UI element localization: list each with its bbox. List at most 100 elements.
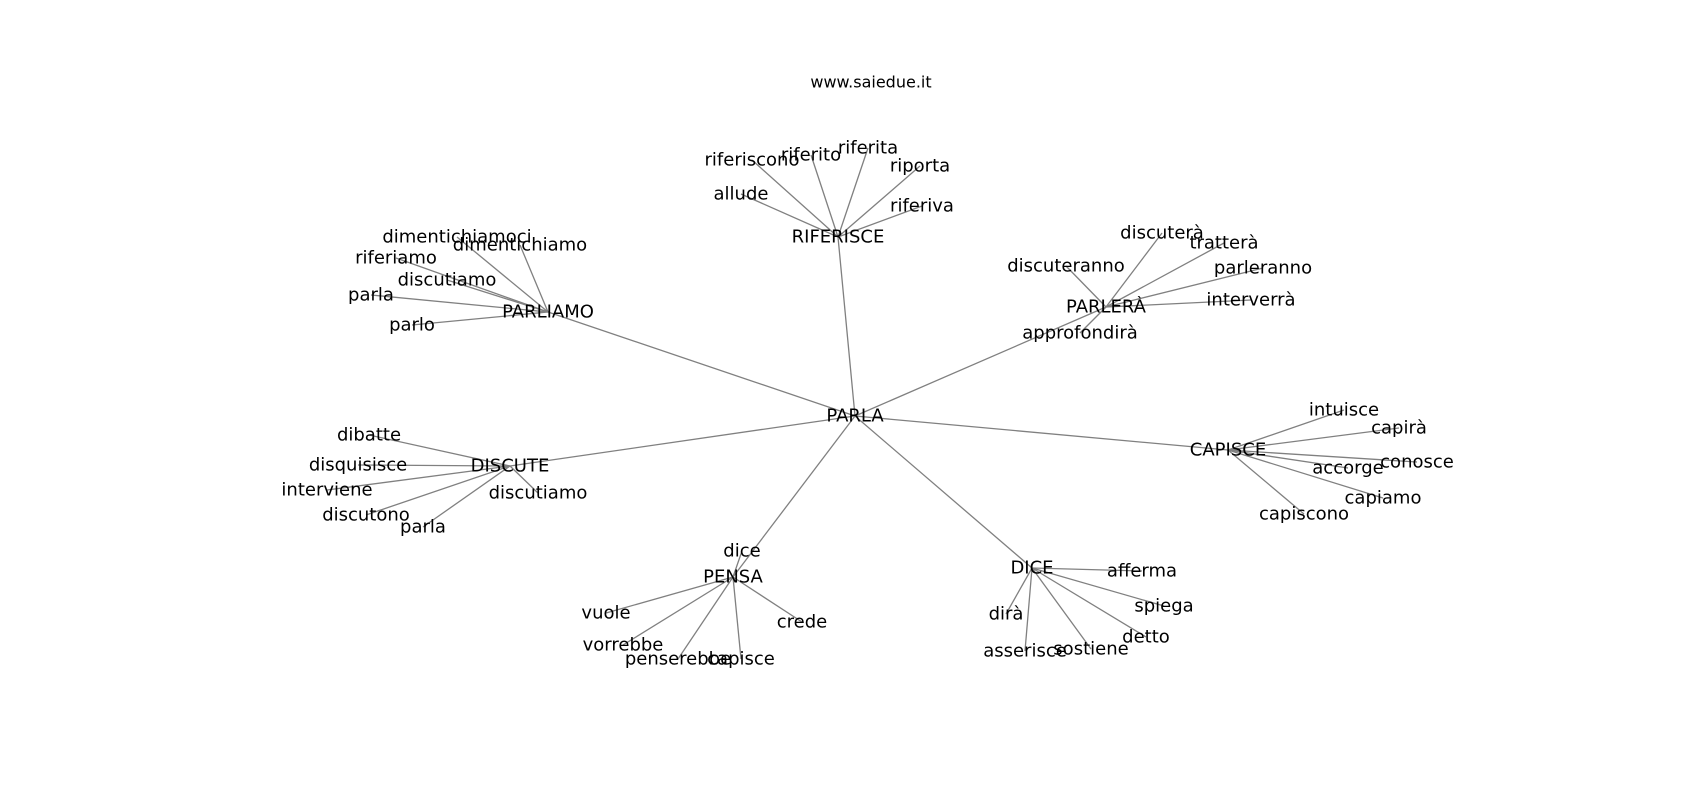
edge-hub-to-word (1079, 306, 1107, 334)
edge-hub-to-word (1005, 567, 1033, 615)
hub-node-label: PARLERÀ (1066, 296, 1147, 318)
leaf-word-label: riporta (890, 156, 950, 177)
edge-hub-to-word (446, 279, 549, 313)
leaf-word-label: riferiscono (705, 150, 800, 171)
edge-hub-to-word (732, 576, 803, 623)
leaf-word-label: parlo (389, 315, 435, 336)
leaf-word-label: capisce (707, 649, 775, 670)
leaf-word-label: allude (714, 184, 769, 205)
leaf-word-label: conosce (1380, 452, 1454, 473)
edge-hub-to-word (1227, 427, 1400, 451)
leaf-word-label: riferito (781, 145, 841, 166)
edge-center-to-hub (732, 415, 856, 578)
edge-hub-to-word (1227, 409, 1345, 451)
edge-hub-to-word (1227, 449, 1305, 515)
edge-center-to-hub (837, 236, 856, 417)
leaf-word-label: riferiva (890, 196, 954, 217)
leaf-word-label: dice (723, 541, 760, 562)
edge-hub-to-word (1227, 449, 1349, 469)
leaf-word-label: disquisisce (309, 455, 407, 476)
edge-hub-to-word (1031, 567, 1165, 607)
edge-hub-to-word (622, 576, 734, 646)
edge-hub-to-word (1105, 232, 1163, 308)
edge-center-to-hub (854, 415, 1033, 569)
leaf-word-label: discuterà (1120, 223, 1204, 244)
edge-hub-to-word (422, 465, 511, 528)
hub-node-label: DICE (1010, 558, 1053, 579)
leaf-word-label: riferiamo (355, 248, 437, 269)
edge-hub-to-word (1031, 567, 1147, 638)
leaf-word-label: intuisce (1309, 400, 1379, 421)
edge-hub-to-word (837, 165, 921, 238)
hub-node-label: PARLIAMO (502, 302, 594, 323)
leaf-word-label: interviene (281, 480, 372, 501)
edge-hub-to-word (1024, 567, 1033, 652)
leaf-word-label: parla (348, 285, 394, 306)
edge-hub-to-word (751, 159, 839, 238)
edge-hub-to-word (605, 576, 734, 614)
edge-hub-to-word (509, 465, 539, 494)
edge-hub-to-word (1227, 449, 1418, 463)
leaf-word-label: asserisce (983, 641, 1067, 662)
leaf-word-label: sostiene (1053, 639, 1128, 660)
edge-hub-to-word (837, 205, 923, 238)
leaf-word-label: dimentichiamoci (382, 227, 531, 248)
edge-hub-to-word (1105, 267, 1264, 308)
edge-center-to-hub (854, 306, 1107, 417)
center-node-label: PARLA (826, 406, 884, 427)
edge-hub-to-word (456, 236, 549, 313)
edge-hub-to-word (365, 465, 511, 516)
leaf-word-label: tratterà (1189, 233, 1258, 254)
leaf-word-label: accorge (1312, 458, 1383, 479)
leaf-word-label: interverrà (1206, 290, 1295, 311)
leaf-word-label: crede (777, 612, 827, 633)
site-label: www.saiedue.it (810, 73, 931, 92)
edge-hub-to-word (1065, 265, 1107, 308)
edge-hub-to-word (519, 244, 549, 313)
leaf-word-label: afferma (1107, 561, 1177, 582)
edge-hub-to-word (837, 147, 869, 238)
leaf-word-label: capiamo (1345, 488, 1422, 509)
edge-hub-to-word (395, 257, 549, 313)
leaf-word-label: discuteranno (1007, 256, 1125, 277)
edge-hub-to-word (411, 311, 549, 326)
hub-node-label: CAPISCE (1190, 440, 1266, 461)
leaf-word-label: parla (400, 517, 446, 538)
hub-node-label: DISCUTE (471, 456, 550, 477)
leaf-word-label: riferita (838, 138, 898, 159)
edge-hub-to-word (1105, 242, 1225, 308)
leaf-word-label: discutiamo (398, 270, 497, 291)
leaf-word-label: discutiamo (489, 483, 588, 504)
edge-hub-to-word (1031, 567, 1143, 572)
leaf-word-label: dibatte (337, 425, 401, 446)
leaf-word-label: discutono (322, 505, 410, 526)
hub-node-label: RIFERISCE (792, 227, 885, 248)
graph-labels: PARLA PARLIAMO dimentichiamocidimentichiam… (281, 138, 1453, 670)
edge-hub-to-word (677, 576, 734, 660)
edge-hub-to-word (1031, 567, 1092, 650)
leaf-word-label: capirà (1371, 418, 1427, 439)
leaf-word-label: detto (1122, 627, 1170, 648)
leaf-word-label: parleranno (1214, 258, 1312, 279)
leaf-word-label: vuole (581, 603, 630, 624)
graph-edges (326, 147, 1418, 660)
edge-center-to-hub (547, 311, 856, 417)
edge-hub-to-word (732, 550, 743, 578)
leaf-word-label: approfondirà (1022, 323, 1138, 344)
edge-hub-to-word (326, 465, 511, 491)
edge-hub-to-word (357, 464, 511, 467)
edge-hub-to-word (368, 434, 511, 467)
leaf-word-label: penserebbe (625, 649, 731, 670)
edge-center-to-hub (854, 415, 1229, 451)
edge-hub-to-word (732, 576, 742, 660)
edge-center-to-hub (509, 415, 856, 467)
edge-hub-to-word (1105, 299, 1252, 308)
edge-hub-to-word (1227, 449, 1384, 499)
leaf-word-label: dimentichiamo (453, 235, 587, 256)
edge-hub-to-word (370, 294, 549, 313)
leaf-word-label: capiscono (1259, 504, 1349, 525)
edge-hub-to-word (810, 154, 839, 238)
hub-node-label: PENSA (703, 567, 763, 588)
